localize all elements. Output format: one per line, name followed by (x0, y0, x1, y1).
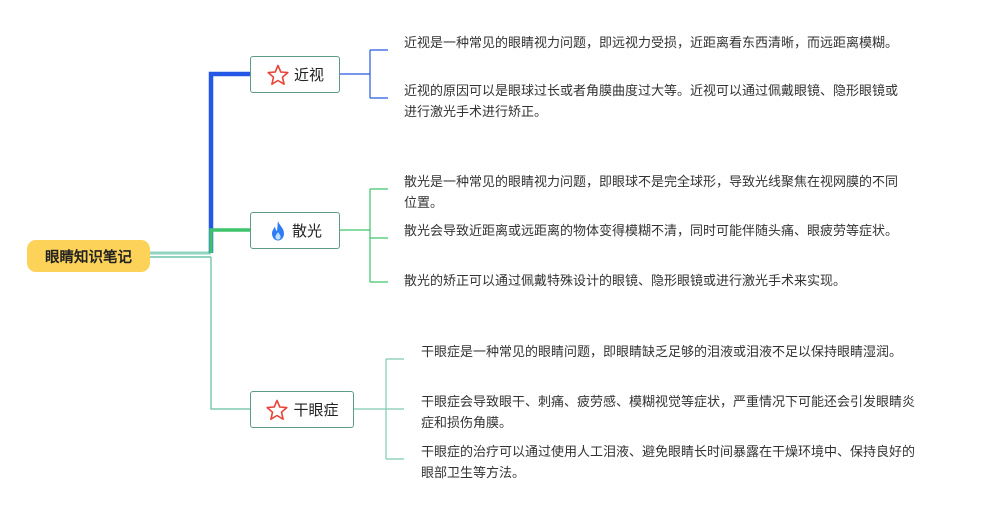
note-astigmatism-2: 散光会导致近距离或远距离的物体变得模糊不清，同时可能伴随头痛、眼疲劳等症状。 (404, 224, 899, 239)
fire-icon (268, 220, 288, 242)
note-dry-eye-2: 干眼症会导致眼干、刺痛、疲劳感、模糊视觉等症状，严重情况下可能还会引发眼睛炎症和… (421, 395, 916, 431)
branch-line-astigmatism (209, 228, 250, 253)
root-topic-label: 眼睛知识笔记 (45, 249, 132, 266)
branch-node-astigmatism[interactable]: 散光 (250, 212, 340, 249)
note-astigmatism-3: 散光的矫正可以通过佩戴特殊设计的眼镜、隐形眼镜或进行激光手术来实现。 (404, 274, 847, 289)
branch-line-myopia (208, 71, 250, 253)
leaf-connector-dry-eye (354, 358, 404, 460)
star-outline-icon (266, 64, 290, 86)
branch-label-myopia: 近视 (293, 66, 324, 84)
note-myopia-1: 近视是一种常见的眼睛视力问题，即远视力受损，近距离看东西清晰，而远距离模糊。 (404, 36, 899, 51)
leaf-connector-myopia (340, 49, 388, 99)
note-myopia-2: 近视的原因可以是眼球过长或者角膜曲度过大等。近视可以通过佩戴眼镜、隐形眼镜或进行… (404, 84, 899, 120)
branch-line-dry-eye (210, 257, 250, 410)
star-outline-icon (265, 399, 289, 421)
leaf-connector-astigmatism (340, 188, 388, 283)
note-dry-eye-3: 干眼症的治疗可以通过使用人工泪液、避免眼睛长时间暴露在干燥环境中、保持良好的眼部… (421, 445, 916, 481)
note-dry-eye-1: 干眼症是一种常见的眼睛问题，即眼睛缺乏足够的泪液或泪液不足以保持眼睛湿润。 (421, 345, 903, 360)
note-astigmatism-1: 散光是一种常见的眼睛视力问题，即眼球不是完全球形，导致光线聚焦在视网膜的不同位置… (404, 175, 899, 211)
branch-label-dry-eye: 干眼症 (293, 401, 339, 419)
branch-node-dry-eye[interactable]: 干眼症 (250, 391, 354, 428)
branch-label-astigmatism: 散光 (291, 222, 322, 240)
root-topic[interactable]: 眼睛知识笔记 (27, 240, 150, 272)
branch-node-myopia[interactable]: 近视 (250, 56, 340, 93)
